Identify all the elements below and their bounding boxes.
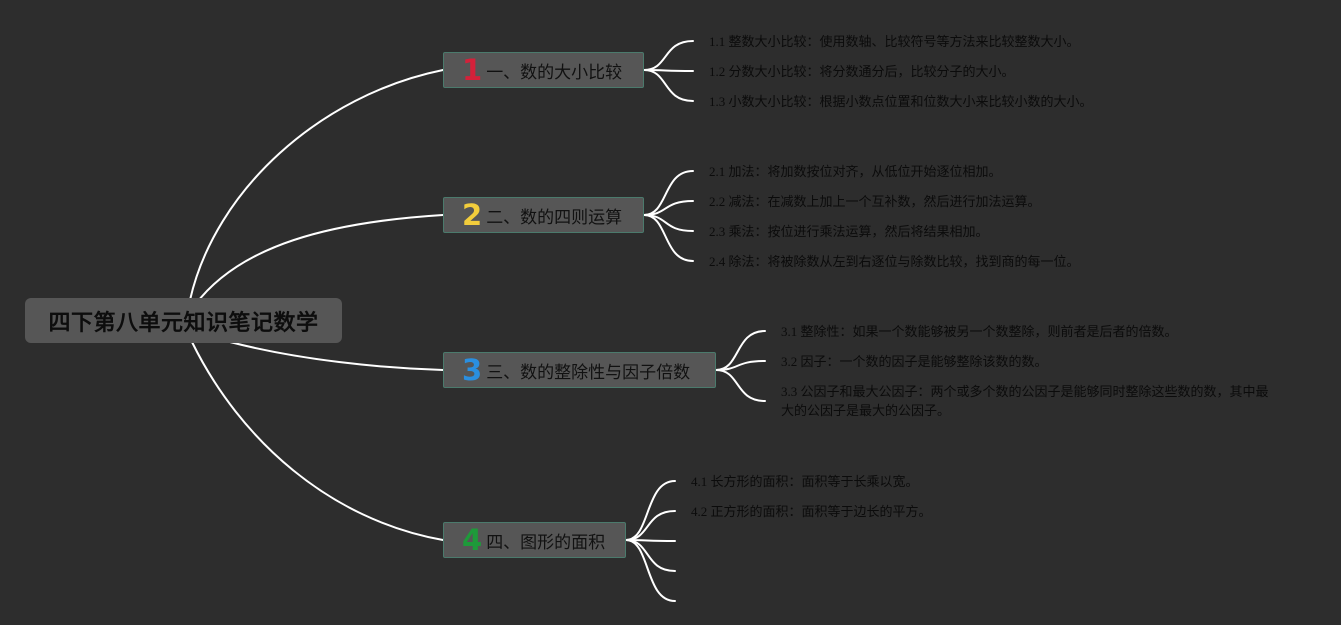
leaf-3-3: 3.3 公因子和最大公因子：两个或多个数的公因子是能够同时整除这些数的数，其中最…: [781, 384, 1269, 418]
branch-node-3[interactable]: 3 三、数的整除性与因子倍数: [443, 352, 716, 388]
branch-1-child-line-1: [643, 40, 694, 71]
branch-3-child-line-3: [715, 369, 766, 402]
branch-node-1[interactable]: 1 一、数的大小比较: [443, 52, 644, 88]
branch-number-badge-1: 1: [462, 52, 483, 87]
leaf-4-2: 4.2 正方形的面积：面积等于边长的平方。: [691, 504, 932, 519]
branch-title-2: 二、数的四则运算: [486, 207, 623, 228]
branch-number-badge-2: 2: [462, 197, 483, 232]
leaf-4-1: 4.1 长方形的面积：面积等于长乘以宽。: [691, 474, 919, 489]
leaf-2-4: 2.4 除法：将被除数从左到右逐位与除数比较，找到商的每一位。: [709, 254, 1080, 269]
branch-4-child-line-4: [625, 539, 676, 572]
branch-node-2[interactable]: 2 二、数的四则运算: [443, 197, 644, 233]
leaf-1-3: 1.3 小数大小比较：根据小数点位置和位数大小来比较小数的大小。: [709, 94, 1093, 109]
branch-3-child-line-2: [715, 360, 766, 371]
branch-2-child-line-1: [643, 170, 694, 216]
branch-number-badge-4: 4: [462, 522, 483, 557]
branch-1-child-line-3: [643, 69, 694, 102]
branch-title-4: 四、图形的面积: [486, 532, 606, 553]
root-node[interactable]: 四下第八单元知识笔记数学: [25, 298, 342, 343]
root-to-branch-4-line: [191, 341, 444, 541]
leaf-2-1: 2.1 加法：将加数按位对齐，从低位开始逐位相加。: [709, 164, 1002, 179]
branch-4-child-line-1: [625, 480, 676, 541]
leaf-1-1: 1.1 整数大小比较：使用数轴、比较符号等方法来比较整数大小。: [709, 34, 1080, 49]
branch-4-child-line-5: [625, 539, 676, 602]
branch-number-badge-3: 3: [462, 352, 483, 387]
branch-2-child-line-4: [643, 214, 694, 262]
leaf-2-2: 2.2 减法：在减数上加上一个互补数，然后进行加法运算。: [709, 194, 1041, 209]
leaf-1-2: 1.2 分数大小比较：将分数通分后，比较分子的大小。: [709, 64, 1015, 79]
leaf-3-2: 3.2 因子：一个数的因子是能够整除该数的数。: [781, 354, 1048, 369]
leaf-2-3: 2.3 乘法：按位进行乘法运算，然后将结果相加。: [709, 224, 989, 239]
branch-4-child-line-2: [625, 510, 676, 541]
branch-node-4[interactable]: 4 四、图形的面积: [443, 522, 626, 558]
root-title: 四下第八单元知识笔记数学: [48, 310, 319, 336]
leaf-3-1: 3.1 整除性：如果一个数能够被另一个数整除，则前者是后者的倍数。: [781, 324, 1178, 339]
root-to-branch-1-line: [189, 69, 444, 301]
branch-title-1: 一、数的大小比较: [486, 62, 623, 83]
branch-title-3: 三、数的整除性与因子倍数: [486, 362, 691, 383]
root-to-branch-2-line: [194, 214, 444, 306]
root-to-branch-3-line: [229, 341, 444, 371]
